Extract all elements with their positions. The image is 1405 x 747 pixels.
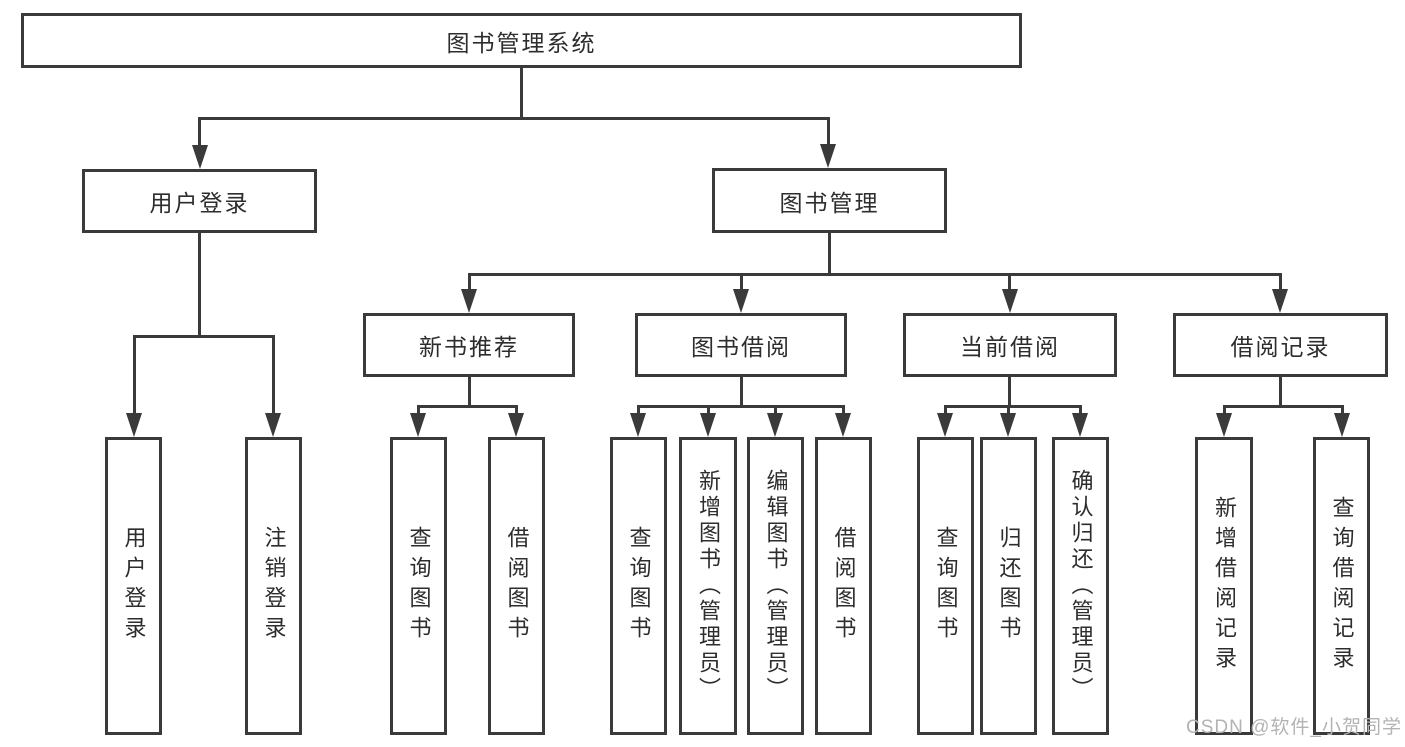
node-root: 图书管理系统 <box>21 13 1022 68</box>
connector-root-stem <box>520 67 523 118</box>
arrowhead-leaf-add-book <box>700 413 716 437</box>
leaf-add-borrow-record: 新增借阅记录 <box>1195 437 1253 735</box>
connector-to-leaf-edit-book <box>774 408 777 415</box>
leaf-query-books-borrowing: 查询图书 <box>610 437 667 735</box>
leaf-borrow-books-borrowing: 借阅图书 <box>815 437 872 735</box>
arrowhead-book-borrowing <box>733 289 749 313</box>
arrowhead-leaf-logout <box>265 413 281 437</box>
arrowhead-leaf-query-current <box>937 413 953 437</box>
arrowhead-borrowing-records <box>1272 289 1288 313</box>
arrowhead-user-login <box>192 145 208 169</box>
connector-to-leaf-borrow-borrowing <box>842 408 845 415</box>
arrowhead-book-management <box>820 144 836 168</box>
leaf-query-books-recommend: 查询图书 <box>390 437 447 735</box>
connector-book-borrowing-bar <box>637 405 845 408</box>
node-current-borrowing: 当前借阅 <box>903 313 1117 377</box>
arrowhead-leaf-add-record <box>1216 413 1232 437</box>
connector-book-borrowing-stem <box>740 377 743 408</box>
leaf-borrow-books-recommend: 借阅图书 <box>488 437 545 735</box>
connector-borrowing-records-bar <box>1223 405 1344 408</box>
connector-to-leaf-query-current <box>944 408 947 415</box>
leaf-add-book-admin: 新增图书（管理员） <box>679 437 737 735</box>
connector-to-new-book-recommend <box>468 276 471 289</box>
arrowhead-leaf-query-borrowing <box>630 413 646 437</box>
connector-to-leaf-user-login <box>133 338 136 413</box>
arrowhead-leaf-return-books <box>1000 413 1016 437</box>
leaf-query-borrow-record: 查询借阅记录 <box>1313 437 1370 735</box>
connector-borrowing-records-stem <box>1279 377 1282 408</box>
node-book-borrowing: 图书借阅 <box>635 313 847 377</box>
connector-to-leaf-return-books <box>1007 408 1010 415</box>
connector-level3-bar <box>468 273 1282 276</box>
arrowhead-new-book-recommend <box>461 289 477 313</box>
connector-user-login-bar <box>133 335 275 338</box>
connector-to-borrowing-records <box>1279 276 1282 289</box>
connector-new-book-recommend-stem <box>468 377 471 408</box>
leaf-confirm-return-admin: 确认归还（管理员） <box>1052 437 1109 735</box>
arrowhead-leaf-query-record <box>1334 413 1350 437</box>
arrowhead-leaf-query-recommend <box>410 413 426 437</box>
connector-to-leaf-borrow-recommend <box>515 408 518 415</box>
arrowhead-leaf-user-login <box>126 413 142 437</box>
connector-to-leaf-query-recommend <box>417 408 420 415</box>
connector-level1-bar <box>199 117 830 120</box>
connector-to-user-login <box>198 117 201 145</box>
node-book-management: 图书管理 <box>712 168 947 233</box>
arrowhead-leaf-borrow-borrowing <box>835 413 851 437</box>
node-borrowing-records: 借阅记录 <box>1173 313 1388 377</box>
connector-current-borrowing-stem <box>1008 377 1011 408</box>
connector-to-leaf-add-record <box>1223 408 1226 415</box>
leaf-user-login: 用户登录 <box>105 437 162 735</box>
watermark: CSDN @软件_小贺同学 <box>1186 717 1402 738</box>
connector-to-leaf-query-borrowing <box>637 408 640 415</box>
connector-to-leaf-logout <box>272 338 275 413</box>
connector-to-book-management <box>827 117 830 144</box>
leaf-logout: 注销登录 <box>245 437 302 735</box>
leaf-query-books-current: 查询图书 <box>917 437 974 735</box>
connector-to-leaf-confirm-return <box>1079 408 1082 415</box>
arrowhead-leaf-borrow-recommend <box>508 413 524 437</box>
leaf-edit-book-admin: 编辑图书（管理员） <box>747 437 804 735</box>
connector-to-leaf-add-book <box>707 408 710 415</box>
connector-user-login-stem <box>198 233 201 338</box>
node-new-book-recommend: 新书推荐 <box>363 313 575 377</box>
connector-to-book-borrowing <box>740 276 743 289</box>
leaf-return-books: 归还图书 <box>980 437 1037 735</box>
connector-current-borrowing-bar <box>944 405 1082 408</box>
connector-new-book-recommend-bar <box>417 405 518 408</box>
connector-to-current-borrowing <box>1008 276 1011 289</box>
connector-to-leaf-query-record <box>1341 408 1344 415</box>
arrowhead-leaf-edit-book <box>767 413 783 437</box>
arrowhead-current-borrowing <box>1002 289 1018 313</box>
arrowhead-leaf-confirm-return <box>1072 413 1088 437</box>
node-user-login: 用户登录 <box>82 169 317 233</box>
connector-book-management-stem <box>828 233 831 276</box>
